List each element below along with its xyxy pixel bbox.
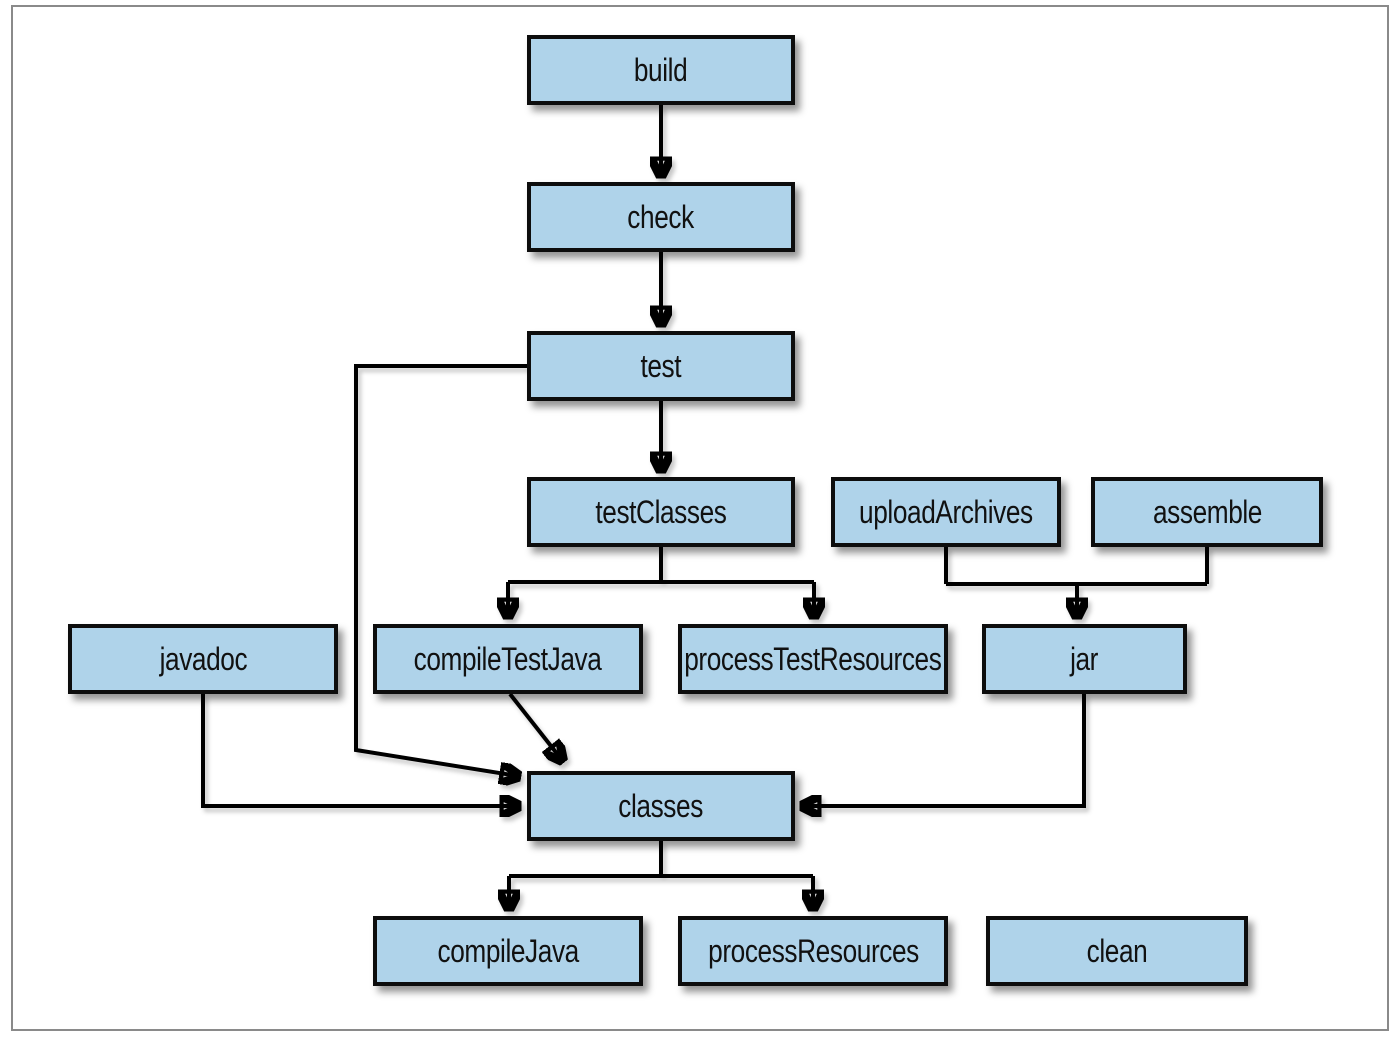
node-check-label: check (627, 198, 695, 235)
node-compiletestjava-label: compileTestJava (414, 640, 602, 677)
edge-jar-classes (803, 694, 1086, 806)
node-build-label: build (634, 51, 688, 88)
node-testclasses-label: testClasses (595, 493, 727, 530)
node-check: check (527, 182, 795, 252)
node-processresources-label: processResources (707, 932, 919, 969)
node-processtestresources: processTestResources (678, 624, 948, 694)
node-jar-label: jar (1070, 640, 1099, 677)
node-javadoc: javadoc (68, 624, 338, 694)
edge-javadoc-classes (201, 694, 518, 806)
node-classes-label: classes (618, 787, 704, 824)
edge-classes-stem (509, 841, 813, 878)
node-clean-label: clean (1086, 932, 1148, 969)
node-test-label: test (640, 347, 682, 384)
edge-merge-bar (944, 547, 1209, 586)
node-build: build (527, 35, 795, 105)
node-javadoc-label: javadoc (159, 640, 247, 677)
node-clean: clean (986, 916, 1248, 986)
node-test: test (527, 331, 795, 401)
edge-testClasses-stem (508, 547, 814, 584)
node-assemble: assemble (1091, 477, 1323, 547)
node-uploadarchives: uploadArchives (831, 477, 1061, 547)
node-assemble-label: assemble (1152, 493, 1262, 530)
edge-compileTestJava-classes (508, 692, 562, 760)
node-processtestresources-label: processTestResources (684, 640, 942, 677)
node-processresources: processResources (678, 916, 948, 986)
node-compiletestjava: compileTestJava (373, 624, 643, 694)
node-uploadarchives-label: uploadArchives (859, 493, 1033, 530)
edge-test-classes (354, 364, 527, 776)
node-testclasses: testClasses (527, 477, 795, 547)
node-jar: jar (982, 624, 1187, 694)
node-compilejava: compileJava (373, 916, 643, 986)
node-classes: classes (527, 771, 795, 841)
node-compilejava-label: compileJava (437, 932, 579, 969)
